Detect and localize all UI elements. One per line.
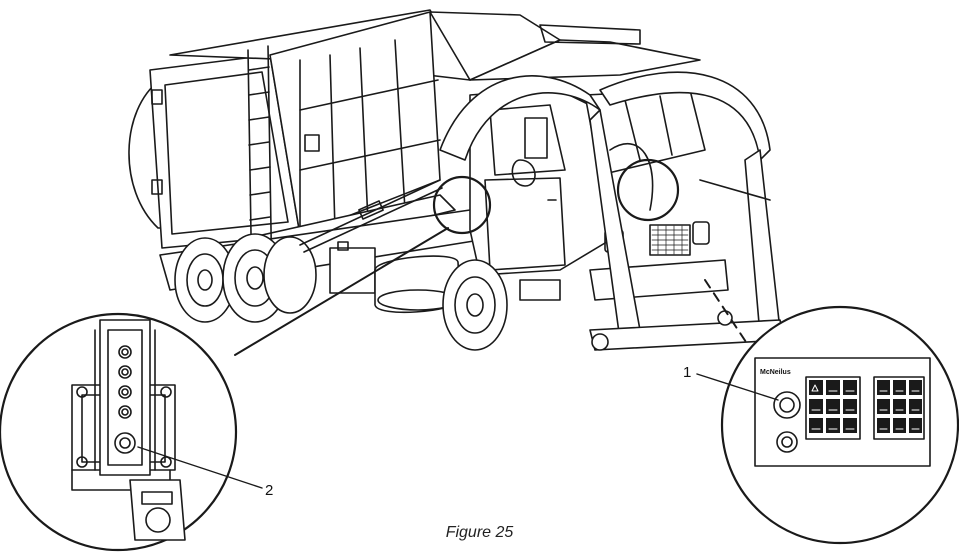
figure-caption: Figure 25 — [445, 524, 514, 541]
callout-number-1: 1 — [683, 364, 692, 381]
leader-line — [234, 227, 449, 356]
callout-2-leader — [137, 446, 263, 489]
callout-number-2: 2 — [265, 482, 274, 499]
dashed-leader — [704, 279, 749, 346]
detail-marker-2 — [432, 175, 492, 235]
panel-brand: McNeilus — [760, 369, 791, 376]
callout-1-leader — [696, 373, 779, 401]
wheel-icon — [174, 233, 317, 323]
pendant-icon — [0, 312, 238, 552]
loader-arms — [299, 71, 786, 351]
truck-body — [128, 9, 701, 261]
detail-marker-1 — [616, 158, 680, 222]
